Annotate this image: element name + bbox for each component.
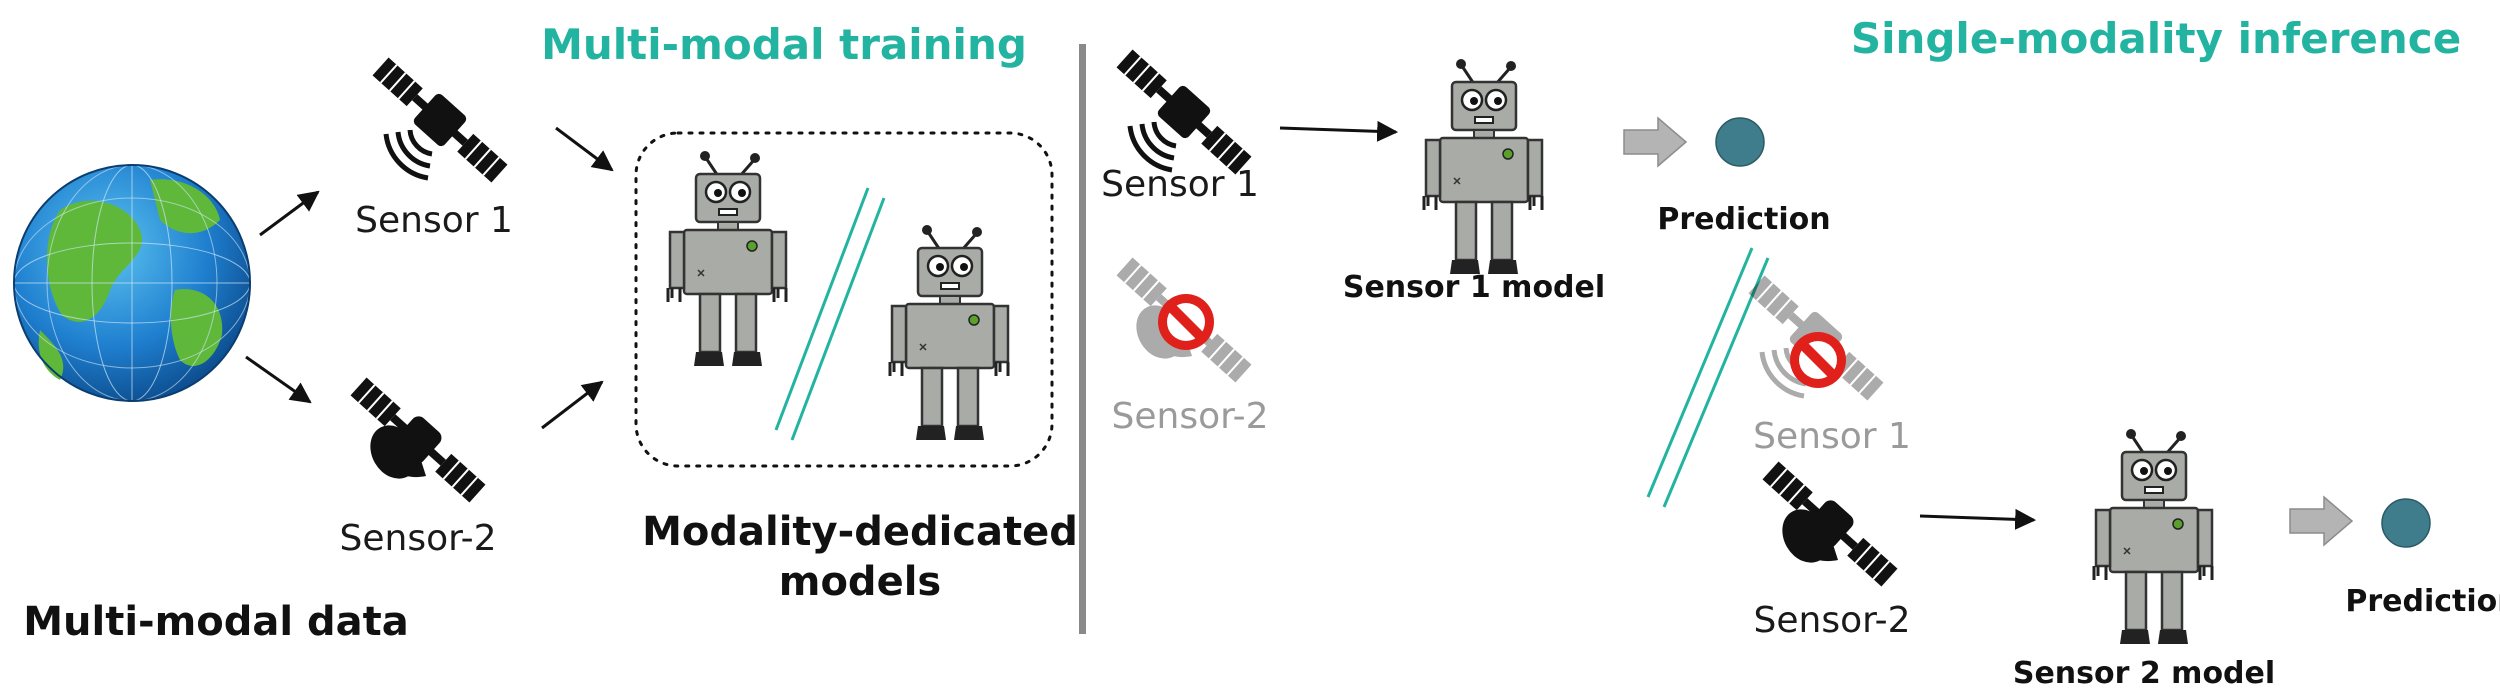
robot-icon: [1422, 57, 1544, 276]
training-sensor2-label: Sensor-2: [339, 518, 497, 559]
parallel-separator-line: [1662, 257, 1770, 508]
multimodal-data-label: Multi-modal data: [23, 599, 409, 645]
parallel-separator-line: [774, 187, 870, 431]
training-sensor1-label: Sensor 1: [355, 200, 513, 241]
forbidden-icon: [1790, 332, 1846, 388]
inference1-sensor1-label: Sensor 1: [1101, 164, 1259, 205]
arrow-globe-to-sensor1: [259, 190, 320, 237]
forbidden-icon: [1158, 294, 1214, 350]
satellite-dish-icon: [1756, 454, 1904, 594]
models-label-line1: Modality-dedicated: [642, 509, 1078, 555]
parallel-separator-line: [790, 197, 886, 441]
arrow-globe-to-sensor2: [245, 355, 312, 404]
inference1-sensor2-label: Sensor-2: [1111, 396, 1269, 437]
arrow-sensor2-to-models: [541, 380, 604, 430]
arrow-sensor1-to-model: [1279, 120, 1399, 142]
inference2-sensor1-label: Sensor 1: [1753, 416, 1911, 457]
globe-icon: [13, 164, 251, 402]
sensor1-model-label: Sensor 1 model: [1342, 270, 1606, 305]
satellite-antenna-icon: [1111, 44, 1257, 181]
gray-arrow-icon: [2289, 496, 2353, 546]
section-divider: [1079, 44, 1086, 634]
training-section-title: Multi-modal training: [541, 20, 1027, 69]
inference-section-title: Single-modality inference: [1850, 14, 2462, 63]
models-dotted-box: [634, 131, 1054, 468]
satellite-dish-icon: [344, 370, 492, 510]
gray-arrow-icon: [1623, 117, 1687, 167]
robot-icon: [888, 223, 1010, 442]
prediction-dot: [1715, 117, 1765, 167]
prediction-label-2: Prediction: [2345, 584, 2500, 619]
models-label-line2: models: [778, 559, 942, 605]
robot-icon: [2092, 427, 2214, 646]
arrow-sensor2-to-model: [1919, 508, 2037, 530]
satellite-antenna-icon: [367, 52, 513, 189]
robot-icon: [666, 149, 788, 368]
prediction-dot: [2381, 498, 2431, 548]
prediction-label-1: Prediction: [1657, 202, 1831, 237]
inference2-sensor2-label: Sensor-2: [1753, 600, 1911, 641]
arrow-sensor1-to-models: [555, 126, 614, 172]
parallel-separator-line: [1646, 247, 1754, 498]
sensor2-model-label: Sensor 2 model: [2012, 656, 2276, 691]
